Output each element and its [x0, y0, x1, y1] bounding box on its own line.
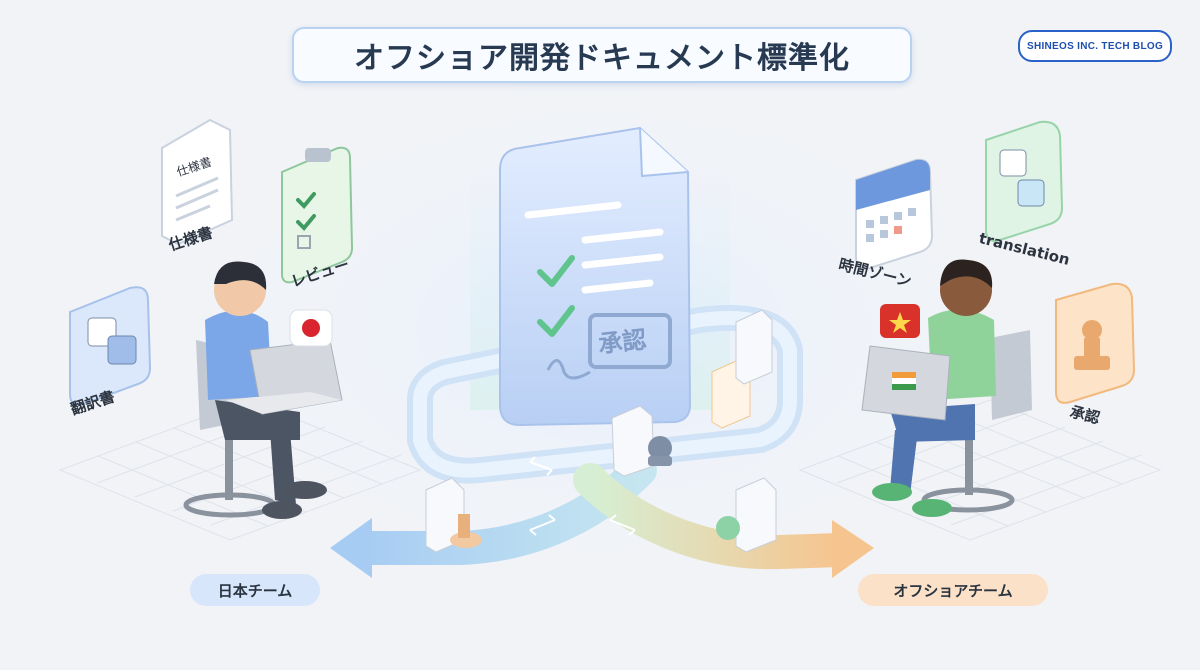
small-docs	[425, 309, 777, 553]
translation-card-right	[985, 120, 1064, 242]
japan-developer	[183, 261, 343, 519]
page-title: オフショア開発ドキュメント標準化	[354, 41, 850, 76]
approval-stamp-card	[1055, 282, 1136, 404]
exchange-marks	[529, 456, 636, 536]
title-banner: オフショア開発ドキュメント標準化	[292, 27, 912, 83]
spec-document-icon	[161, 118, 234, 246]
japan-team-pill: 日本チーム	[190, 574, 320, 606]
india-flag-sticker	[892, 372, 916, 390]
brand-text: SHINEOS INC. TECH BLOG	[1026, 40, 1164, 52]
arrow-to-offshore	[573, 463, 857, 570]
offshore-developer	[861, 259, 1032, 517]
japan-flag-bubble	[289, 309, 333, 347]
calendar-icon	[855, 158, 934, 270]
translator-card-left	[69, 286, 152, 406]
arrow-to-japan	[343, 453, 657, 565]
brand-badge: SHINEOS INC. TECH BLOG	[1018, 30, 1172, 62]
central-document	[499, 126, 692, 427]
arrow-head-right	[832, 520, 874, 578]
offshore-team-pill: オフショアチーム	[858, 574, 1048, 606]
offshore-team-label: オフショアチーム	[893, 581, 1013, 600]
arrow-head-left	[330, 518, 372, 578]
review-clipboard-icon	[281, 146, 354, 284]
approval-stamp-text: 承認	[596, 325, 648, 359]
japan-team-label: 日本チーム	[217, 581, 293, 600]
vietnam-flag-bubble	[880, 304, 920, 338]
